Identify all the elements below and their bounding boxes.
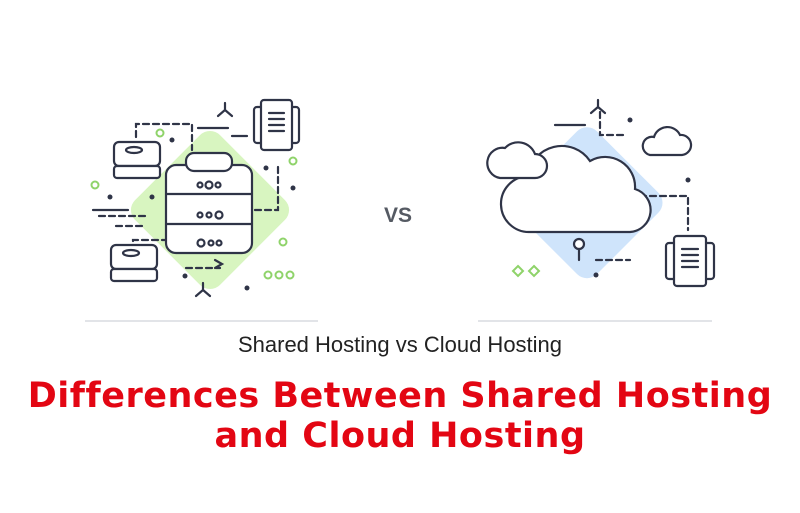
title-line-2: and Cloud Hosting bbox=[214, 416, 586, 456]
right-divider bbox=[478, 320, 712, 322]
connector-icon bbox=[216, 101, 234, 118]
cloud-icon bbox=[641, 125, 693, 157]
connector-icon bbox=[589, 98, 607, 115]
connector-icon bbox=[194, 281, 212, 298]
cloud-icon bbox=[486, 141, 549, 180]
hard-drive-icon bbox=[112, 140, 162, 180]
left-divider bbox=[85, 320, 318, 322]
server-rack-icon bbox=[664, 234, 716, 288]
hard-drive-icon bbox=[109, 243, 159, 283]
server-rack-icon bbox=[252, 98, 301, 152]
vs-label: VS bbox=[384, 204, 413, 227]
database-server-icon bbox=[164, 151, 254, 255]
title: Differences Between Shared Hosting and C… bbox=[0, 376, 800, 456]
subtitle: Shared Hosting vs Cloud Hosting bbox=[237, 332, 563, 357]
title-line-1: Differences Between Shared Hosting bbox=[27, 376, 773, 416]
